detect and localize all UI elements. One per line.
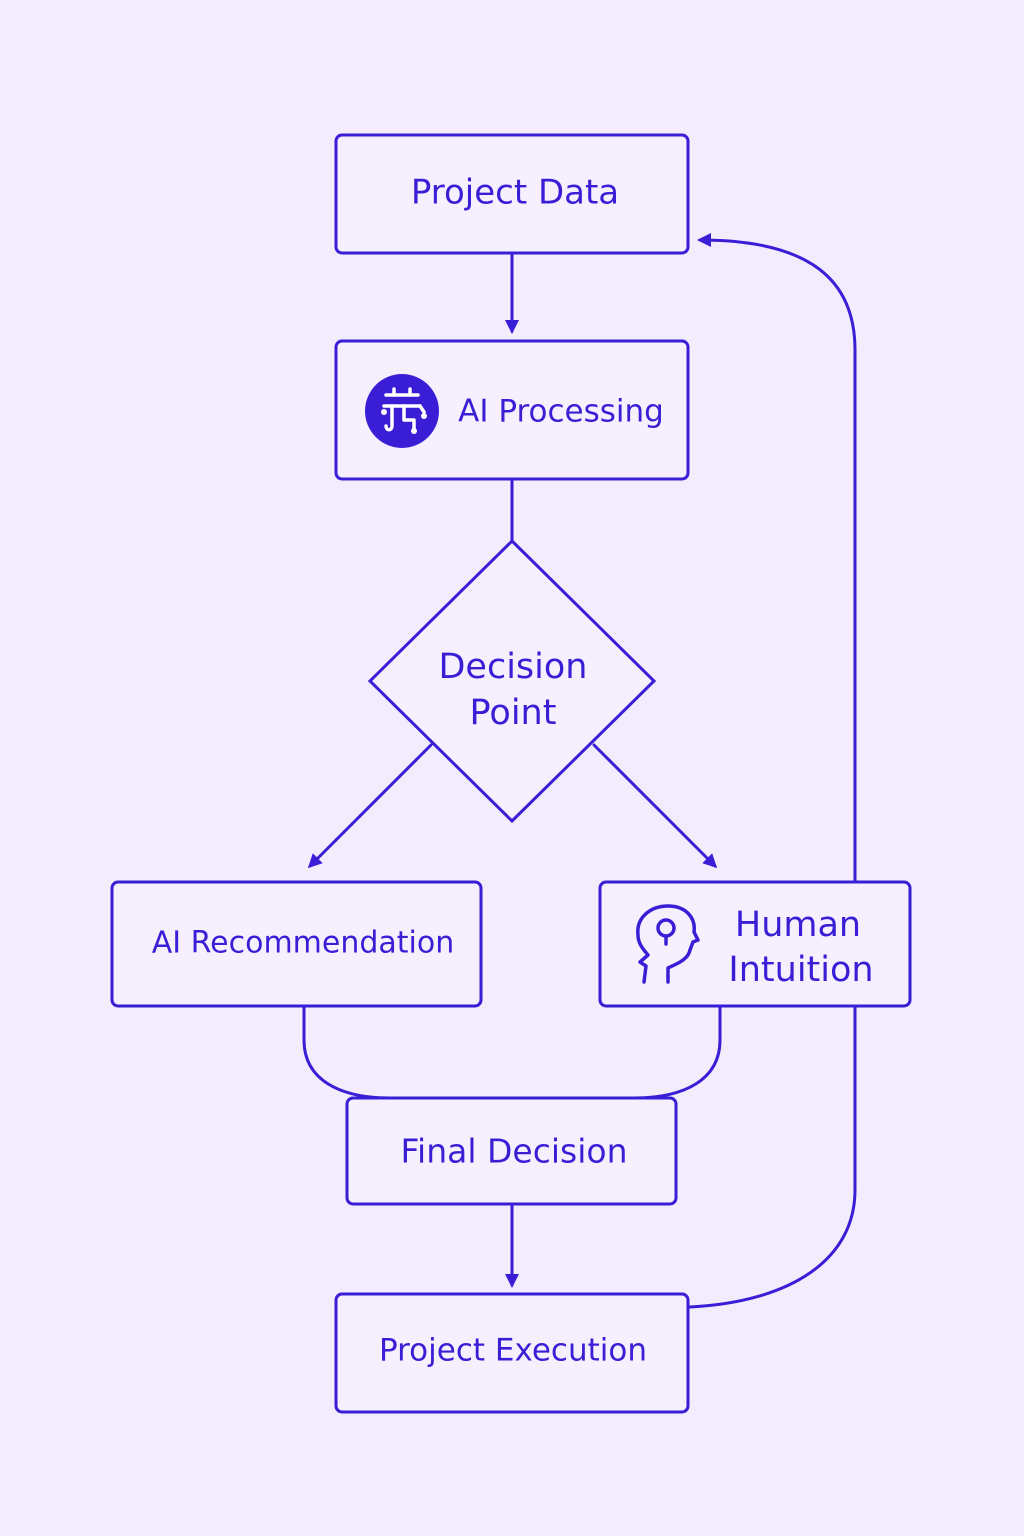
node-project-data-label: Project Data <box>411 173 619 213</box>
node-decision-point-label-line1: Decision <box>438 647 587 687</box>
node-decision-point: Decision Point <box>367 538 657 824</box>
node-human-intuition-label-line1: Human <box>735 905 861 945</box>
node-human-intuition-label-line2: Intuition <box>728 950 873 990</box>
edges <box>302 233 857 1309</box>
edge-human-intuition-to-final-decision <box>632 1005 722 1100</box>
node-final-decision: Final Decision <box>345 1096 678 1206</box>
node-human-intuition: Human Intuition <box>598 880 912 1008</box>
node-project-data: Project Data <box>334 133 690 255</box>
circuit-brain-icon <box>365 374 439 448</box>
node-ai-recommendation: AI Recommendation <box>110 880 483 1008</box>
node-project-execution: Project Execution <box>334 1292 690 1414</box>
edge-decision-to-human-intuition <box>592 743 718 869</box>
node-ai-recommendation-label: AI Recommendation <box>152 926 455 961</box>
edge-feedback-loop-to-project-data <box>688 233 857 1309</box>
node-ai-processing: AI Processing <box>334 339 690 481</box>
node-project-execution-label: Project Execution <box>379 1333 647 1369</box>
node-decision-point-label-line2: Point <box>470 693 557 733</box>
node-final-decision-label: Final Decision <box>400 1132 627 1171</box>
node-ai-processing-label: AI Processing <box>458 394 664 430</box>
human-head-icon <box>636 904 700 984</box>
edge-decision-to-ai-recommendation <box>307 743 433 869</box>
edge-ai-recommendation-to-final-decision <box>302 1005 392 1100</box>
